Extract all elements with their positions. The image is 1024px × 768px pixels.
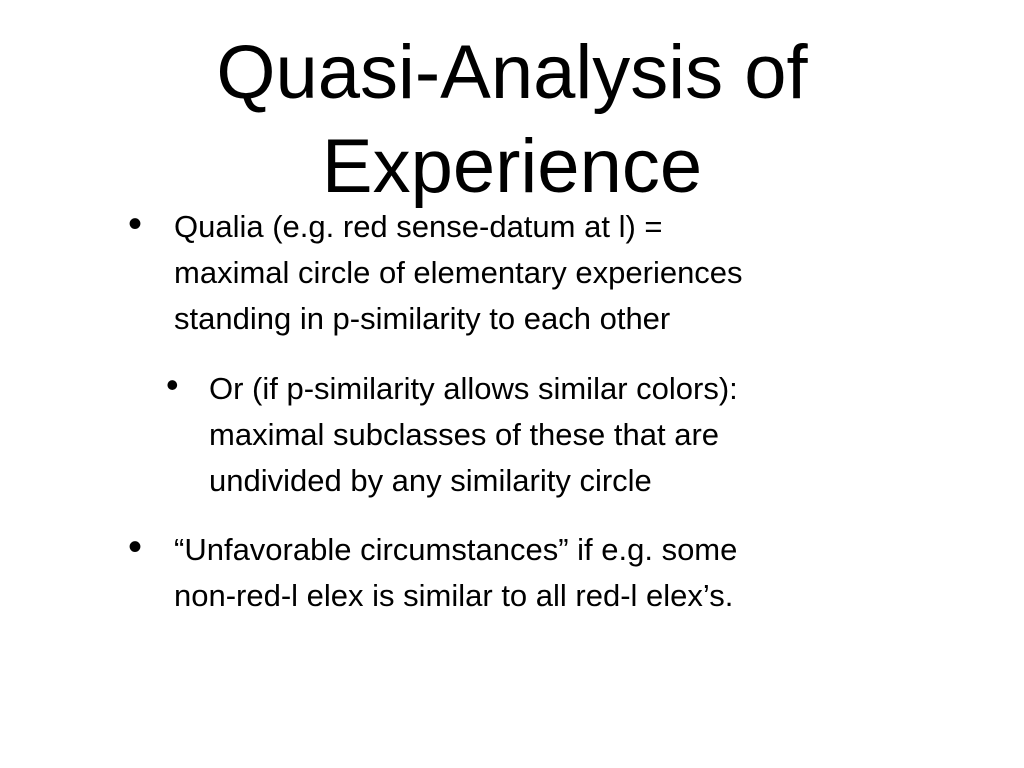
slide-title-line: Experience [321,124,703,209]
bullet-text-line: Or (if p-similarity allows similar color… [209,371,738,406]
bullet-text-line: maximal circle of elementary experiences [174,255,743,290]
bullet-item: • “Unfavorable circumstances” if e.g. so… [128,527,894,619]
bullet-item: • Qualia (e.g. red sense-datum at l) = m… [128,204,894,342]
bullet-text-line: maximal subclasses of these that are [209,417,720,452]
bullet-text-line: undivided by any similarity circle [209,463,652,498]
slide-title: Quasi-Analysis of Experience [0,26,1024,214]
bullet-dot-icon: • [128,202,143,246]
sub-bullet-item: • Or (if p-similarity allows similar col… [166,365,909,504]
bullet-text-line: non-red-l elex is similar to all red-l e… [174,578,734,613]
bullet-dot-icon: • [128,525,143,569]
bullet-text-line: standing in p-similarity to each other [174,301,671,336]
slide-title-line: Quasi-Analysis of [216,30,808,115]
bullet-dot-icon: • [166,364,179,405]
bullet-text-line: Qualia (e.g. red sense-datum at l) = [174,209,663,244]
bullet-text-line: “Unfavorable circumstances” if e.g. some [174,532,738,567]
